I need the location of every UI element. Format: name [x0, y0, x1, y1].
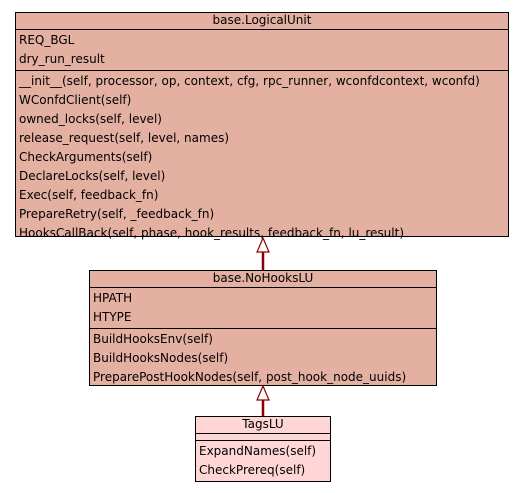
- method: BuildHooksEnv(self): [93, 332, 213, 346]
- method: __init__(self, processor, op, context, c…: [19, 74, 480, 88]
- attribute: dry_run_result: [19, 52, 105, 66]
- class-title: base.LogicalUnit: [16, 13, 508, 30]
- method: DeclareLocks(self, level): [19, 169, 166, 183]
- attribute: HPATH: [93, 291, 133, 305]
- method: HooksCallBack(self, phase, hook_results,…: [19, 226, 405, 240]
- class-tags-lu: TagsLU ExpandNames(self) CheckPrereq(sel…: [195, 416, 331, 482]
- attributes-section: HPATH HTYPE: [90, 288, 436, 328]
- method: owned_locks(self, level): [19, 112, 162, 126]
- class-title: TagsLU: [196, 417, 330, 434]
- attribute: REQ_BGL: [19, 33, 75, 47]
- class-title: base.NoHooksLU: [90, 271, 436, 288]
- method: ExpandNames(self): [199, 444, 317, 458]
- method: CheckPrereq(self): [199, 463, 306, 477]
- inheritance-arrow-nohooks-to-logicalunit: [256, 236, 270, 270]
- methods-section: BuildHooksEnv(self) BuildHooksNodes(self…: [90, 328, 436, 388]
- method: PreparePostHookNodes(self, post_hook_nod…: [93, 370, 407, 384]
- class-logical-unit: base.LogicalUnit REQ_BGL dry_run_result …: [15, 12, 509, 240]
- methods-section: ExpandNames(self) CheckPrereq(self): [196, 440, 330, 481]
- attribute: HTYPE: [93, 310, 132, 324]
- method: CheckArguments(self): [19, 150, 153, 164]
- attributes-section: REQ_BGL dry_run_result: [16, 30, 508, 70]
- method: release_request(self, level, names): [19, 131, 230, 145]
- method: BuildHooksNodes(self): [93, 351, 229, 365]
- methods-section: __init__(self, processor, op, context, c…: [16, 70, 508, 244]
- method: Exec(self, feedback_fn): [19, 188, 159, 202]
- method: PrepareRetry(self, _feedback_fn): [19, 207, 215, 221]
- inheritance-arrow-tags-to-nohooks: [256, 384, 270, 416]
- method: WConfdClient(self): [19, 93, 132, 107]
